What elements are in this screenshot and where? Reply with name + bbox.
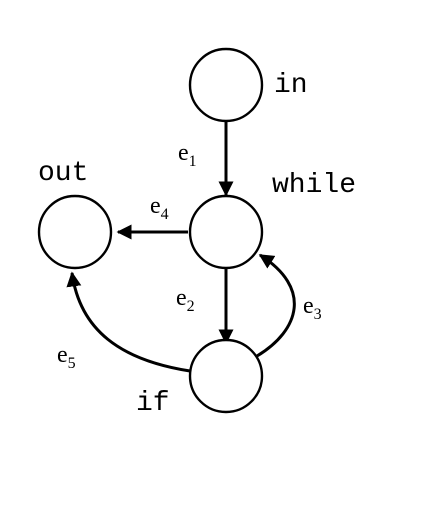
node-in [188, 47, 264, 123]
edge-label-e1-base: e [178, 140, 189, 166]
edge-label-e3: e3 [303, 293, 322, 323]
edge-label-e3-sub: 3 [314, 306, 322, 323]
edge-label-e1: e1 [178, 140, 197, 170]
node-label-out: out [38, 158, 88, 189]
edge-label-e5: e5 [57, 342, 76, 372]
edge-label-e4-base: e [150, 193, 161, 219]
edge-e5-if-to-out [66, 271, 191, 373]
edge-label-e1-sub: 1 [189, 153, 197, 170]
edge-labels-group: e1 e2 e3 e4 e5 [57, 140, 322, 372]
edge-label-e3-base: e [303, 293, 314, 319]
nodes-group [37, 47, 264, 414]
node-label-while: while [272, 170, 356, 201]
edge-e3-if-to-while [256, 253, 296, 358]
edges-group [66, 120, 296, 373]
edge-label-e5-sub: 5 [68, 355, 76, 372]
node-label-in: in [274, 70, 308, 101]
node-if [188, 338, 264, 414]
edge-label-e4-sub: 4 [161, 206, 169, 223]
node-labels-group: in while out if [38, 70, 356, 419]
node-while [188, 194, 264, 270]
edge-label-e2-sub: 2 [187, 298, 195, 315]
node-label-if: if [136, 388, 170, 419]
edge-label-e4: e4 [150, 193, 169, 223]
edge-label-e2: e2 [176, 285, 195, 315]
edge-label-e5-base: e [57, 342, 68, 368]
node-out [37, 194, 113, 270]
edge-label-e2-base: e [176, 285, 187, 311]
